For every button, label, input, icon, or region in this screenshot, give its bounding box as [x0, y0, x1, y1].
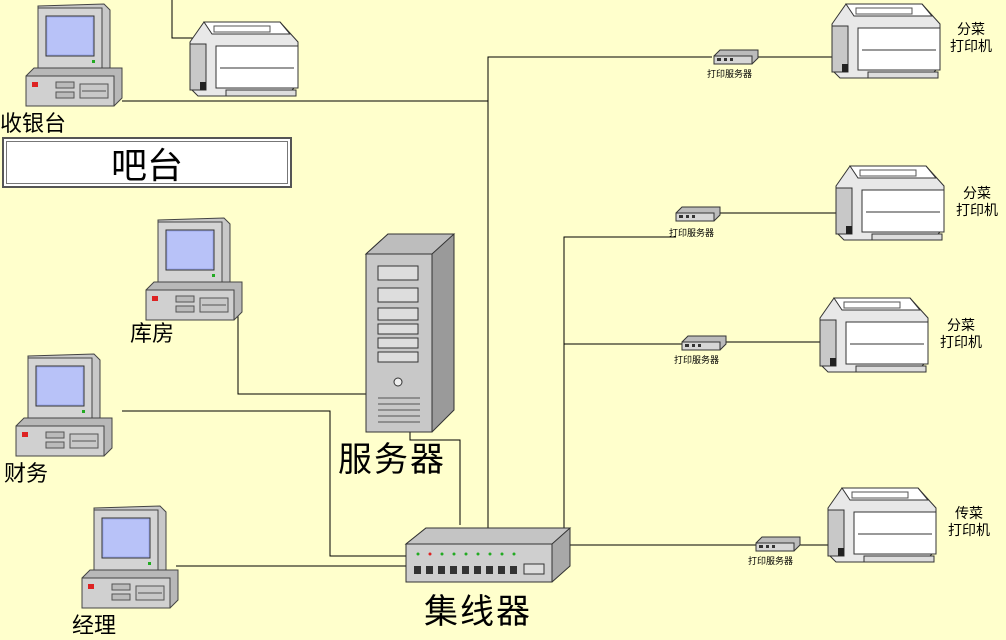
warehouse-computer-icon: [145, 217, 243, 321]
finance-label: 财务: [4, 462, 49, 487]
printer-1-label: 分菜 打印机: [950, 22, 992, 56]
printer-3-label: 分菜 打印机: [940, 318, 982, 352]
manager-label: 经理: [72, 614, 117, 639]
print-server-1-icon: [713, 49, 759, 65]
printer-2-label-line2: 打印机: [956, 203, 998, 219]
printer-4-icon: [827, 487, 937, 563]
finance-computer-icon: [15, 353, 113, 457]
printer-4-label-line1: 传菜: [955, 506, 983, 522]
print-server-4-label: 打印服务器: [748, 557, 794, 567]
print-server-2-icon: [675, 206, 721, 222]
printer-2-label: 分菜 打印机: [956, 186, 998, 220]
print-server-2-label: 打印服务器: [669, 229, 715, 239]
printer-1-icon: [831, 3, 941, 79]
printer-4-label-line2: 打印机: [948, 523, 990, 539]
hub-icon: [404, 527, 572, 583]
printer-2-icon: [835, 165, 945, 241]
connection-lines: [122, 0, 840, 567]
server-tower-icon: [364, 233, 456, 433]
printer-3-icon: [819, 297, 929, 373]
hub-label: 集线器: [424, 592, 532, 632]
print-server-3-icon: [681, 335, 727, 351]
print-server-4-icon: [755, 536, 801, 552]
printer-1-label-line1: 分菜: [957, 22, 985, 38]
printer-2-label-line1: 分菜: [963, 186, 991, 202]
bar-label-box: 吧台: [2, 137, 292, 188]
printer-4-label: 传菜 打印机: [948, 506, 990, 540]
cashier-printer-icon: [189, 21, 299, 97]
manager-computer-icon: [81, 505, 179, 609]
server-label: 服务器: [338, 440, 446, 480]
cashier-computer-icon: [25, 3, 123, 107]
printer-3-label-line1: 分菜: [947, 318, 975, 334]
cashier-label: 收银台: [0, 112, 67, 137]
print-server-1-label: 打印服务器: [707, 70, 753, 80]
printer-3-label-line2: 打印机: [940, 335, 982, 351]
print-server-3-label: 打印服务器: [674, 356, 720, 366]
warehouse-label: 库房: [130, 322, 175, 347]
bar-label: 吧台: [110, 145, 183, 187]
printer-1-label-line2: 打印机: [950, 39, 992, 55]
